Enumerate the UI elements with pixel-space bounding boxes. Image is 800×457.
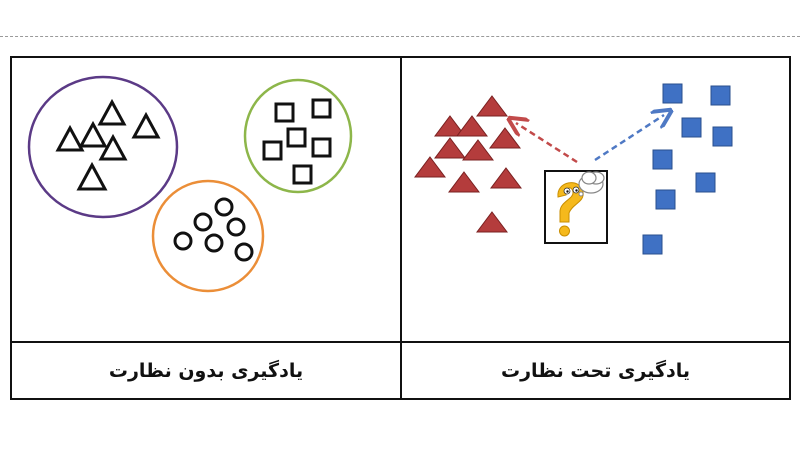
- filled-triangle: [489, 127, 521, 149]
- labeled-triangles: [414, 95, 522, 233]
- square-cluster: [262, 98, 332, 185]
- outline-circle: [226, 217, 246, 237]
- outline-triangle: [78, 120, 108, 148]
- filled-triangle: [414, 156, 446, 178]
- filled-square: [712, 126, 733, 147]
- unsupervised-learning-caption: یادگیری بدون نظارت: [108, 360, 304, 382]
- filled-square: [652, 149, 673, 170]
- supervised-learning-caption: یادگیری تحت نظارت: [500, 360, 691, 382]
- question-mark-face-icon: [557, 182, 584, 237]
- filled-square: [662, 83, 683, 104]
- arrow-to-squares: [594, 115, 664, 162]
- filled-square: [695, 172, 716, 193]
- filled-square: [710, 85, 731, 106]
- top-dashed-rule: [0, 36, 800, 37]
- outline-triangle: [76, 161, 108, 191]
- filled-triangle: [434, 115, 466, 137]
- triangle-cluster: [55, 98, 161, 191]
- outline-square: [292, 164, 313, 185]
- thought-bubble-icon: [578, 171, 605, 197]
- filled-triangle: [476, 211, 508, 233]
- cluster-green: [243, 78, 353, 194]
- filled-triangle: [434, 137, 466, 159]
- arrow-to-triangles: [516, 123, 578, 164]
- cluster-orange: [151, 179, 265, 293]
- unsupervised-panel: [27, 75, 353, 293]
- circle-cluster: [173, 197, 254, 262]
- filled-triangle: [476, 95, 508, 117]
- outline-triangle: [97, 98, 127, 126]
- outline-triangle: [98, 133, 128, 161]
- filled-triangle: [456, 115, 488, 137]
- filled-triangle: [448, 171, 480, 193]
- filled-square: [655, 189, 676, 210]
- filled-triangle: [462, 139, 494, 161]
- outline-square: [311, 98, 332, 119]
- outline-circle: [214, 197, 234, 217]
- outline-triangle: [55, 124, 85, 152]
- outline-circle: [173, 231, 193, 251]
- outline-square: [311, 137, 332, 158]
- labeled-squares: [642, 83, 733, 255]
- outline-circle: [204, 233, 224, 253]
- outline-square: [274, 102, 295, 123]
- filled-triangle: [490, 167, 522, 189]
- outline-circle: [234, 242, 254, 262]
- outline-circle: [193, 212, 213, 232]
- filled-square: [642, 234, 663, 255]
- outline-triangle: [131, 111, 161, 139]
- outline-square: [286, 127, 307, 148]
- cluster-purple: [27, 75, 179, 219]
- supervised-panel: [414, 83, 733, 255]
- outline-square: [262, 140, 283, 161]
- filled-square: [681, 117, 702, 138]
